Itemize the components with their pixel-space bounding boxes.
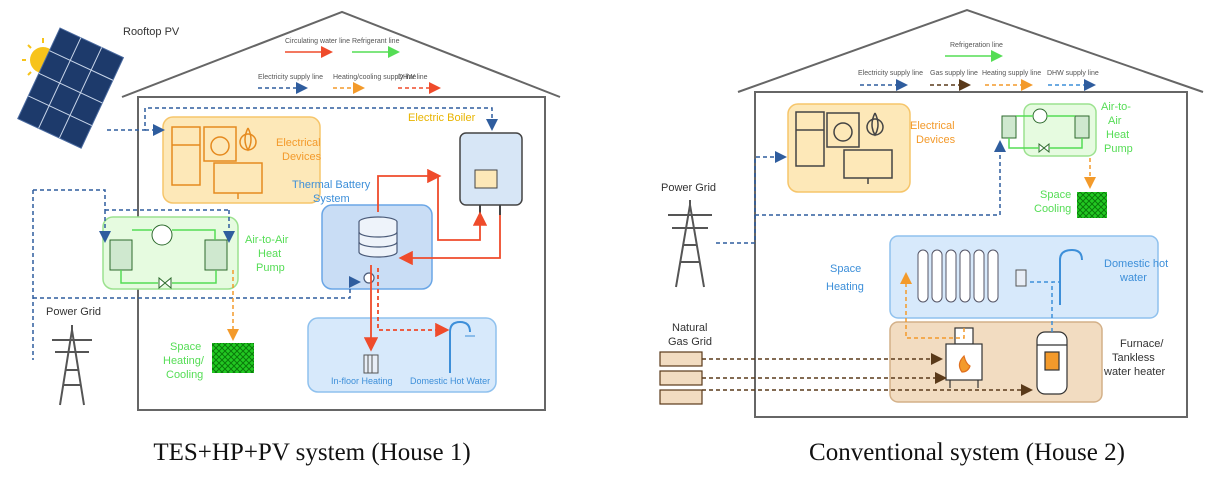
legend-dhw: DHW line [398,74,428,81]
infloor-heating-label: In-floor Heating [331,376,393,386]
house2-heating-lines [900,272,965,339]
shower-icon [449,320,475,373]
electrical-devices-box [162,116,321,204]
appliances-icon-2 [795,111,893,184]
house2: Refrigeration line Electricity supply li… [659,8,1204,418]
natural-gas-label-2: Gas Grid [668,336,712,348]
domestic-hot-water-label: Domestic Hot Water [410,376,490,386]
house2-legend: Refrigeration line Electricity supply li… [858,42,1099,91]
water-heater-icon [1036,331,1068,395]
furnace-label-1: Furnace/ [1120,338,1164,350]
furnace-label-3: water heater [1103,366,1165,378]
legend2-gas: Gas supply line [930,70,978,77]
electrical-devices-label-2: Devices [282,151,322,163]
thermal-battery-label-1: Thermal Battery [292,179,371,191]
space-cooling-label-1: Space [1040,189,1071,201]
appliances-icon [171,126,263,199]
legend2-electricity: Electricity supply line [858,70,923,77]
space-heating-label-3: Cooling [166,369,203,381]
heat-pump2-label-4: Pump [1104,143,1133,155]
electric-boiler-label: Electric Boiler [408,112,476,124]
domestic-hot-water2-label-1: Domestic hot [1104,258,1168,270]
power-grid-label-2: Power Grid [661,182,716,194]
house2-gas-lines [702,353,1033,396]
electrical-devices-label-2a: Electrical [910,120,955,132]
heat-pump-box-1 [102,216,239,290]
natural-gas-label-1: Natural [672,322,707,334]
heat-pump-label-3: Pump [256,262,285,274]
thermal-battery-label-2: System [313,193,350,205]
power-grid-icon-1 [52,325,92,406]
furnace-label-2: Tankless [1112,352,1155,364]
space-heating-label-2: Heating/ [163,355,205,367]
infloor-radiator-icon [363,354,379,374]
house2-electricity-lines [716,140,1006,244]
legend-refrigerant: Refrigerant line [352,38,400,45]
heat-pump-icon-1 [109,224,228,290]
house1: Rooftop PV Circulating water line Refrig… [17,10,561,411]
legend-heating-cooling: Heating/cooling supply line [333,74,416,81]
space-heating-mesh-icon [212,343,254,373]
house1-water-lines [363,168,501,352]
small-radiator-icon [1015,269,1027,287]
electric-boiler-icon [459,132,523,215]
house1-roof [121,10,561,98]
heat-pump-icon-2 [1001,108,1090,154]
house1-legend: Circulating water line Refrigerant line … [258,38,441,94]
furnace-icon [945,327,983,388]
shower-icon-2 [1059,248,1083,305]
heat-pump-label-1: Air-to-Air [245,234,289,246]
space-cooling-label-2: Cooling [1034,203,1071,215]
space-heating2-label-2: Heating [826,281,864,293]
electrical-devices-box-2 [787,103,911,193]
legend-electricity: Electricity supply line [258,74,323,81]
heat-pump2-label-2: Air [1108,115,1122,127]
thermal-battery-icon [358,216,398,284]
heat-pump2-label-3: Heat [1106,129,1129,141]
domestic-hot-water2-label-2: water [1119,272,1147,284]
power-grid-label-1: Power Grid [46,306,101,318]
heat-pump-label-2: Heat [258,248,281,260]
house2-dhw-lines [1030,281,1060,332]
legend2-dhw: DHW supply line [1047,70,1099,77]
legend2-heating: Heating supply line [982,70,1041,77]
power-grid-icon-2 [668,200,712,288]
gas-meter-icons [659,351,703,405]
electrical-devices-label-2b: Devices [916,134,956,146]
radiator-icon [917,249,999,303]
space-heating2-label-1: Space [830,263,861,275]
space-heating-label-1: Space [170,341,201,353]
house2-walls [754,91,1188,418]
house1-electricity-lines [32,107,498,360]
legend-circulating-water: Circulating water line [285,38,350,45]
house1-caption: TES+HP+PV system (House 1) [153,439,470,466]
electrical-devices-label-1: Electrical [276,137,321,149]
heat-pump2-label-1: Air-to- [1101,101,1131,113]
rooftop-pv-label: Rooftop PV [123,26,180,38]
house2-caption: Conventional system (House 2) [809,439,1125,466]
rooftop-pv-icon [17,27,125,149]
space-cooling-mesh-icon [1077,192,1107,218]
house2-roof [737,8,1204,93]
legend2-refrigerant: Refrigeration line [950,42,1003,49]
